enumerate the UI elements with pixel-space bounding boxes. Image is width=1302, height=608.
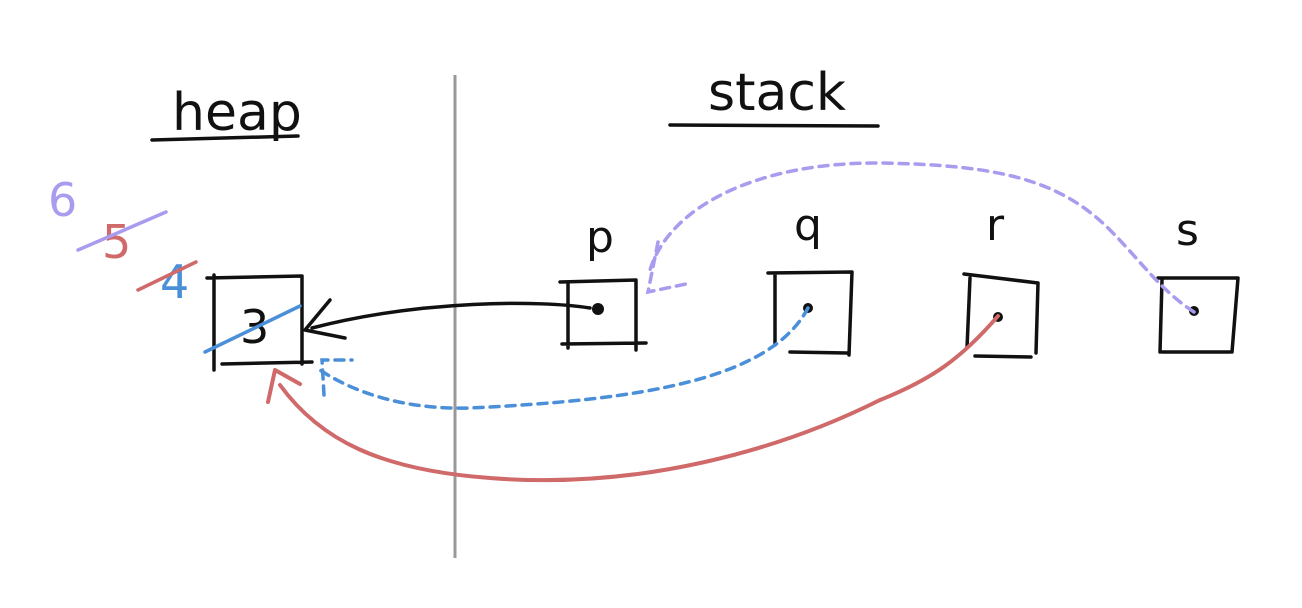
var-box-p xyxy=(558,278,648,352)
stack-title: stack xyxy=(708,63,846,123)
heap-history-5: 5 xyxy=(102,215,131,269)
heap-title: heap xyxy=(172,83,302,143)
var-box-s xyxy=(1156,276,1240,354)
var-label-r: r xyxy=(986,200,1005,251)
heap-history-4: 4 xyxy=(160,255,189,309)
var-label-p: p xyxy=(586,212,614,263)
stack-var-p: p xyxy=(558,212,648,352)
stack-var-s: s xyxy=(1156,205,1240,354)
pointer-arrow-p xyxy=(303,298,592,340)
stack-header: stack xyxy=(668,63,880,128)
var-box-r xyxy=(962,272,1040,359)
heap-history-6: 6 xyxy=(48,173,77,227)
pointer-arrow-s xyxy=(645,161,1196,314)
var-box-q xyxy=(766,270,854,357)
heap-header: heap xyxy=(150,83,302,143)
var-pointer-dot-p xyxy=(592,303,604,315)
heap-object: 3 4 5 6 xyxy=(48,173,314,372)
var-label-s: s xyxy=(1176,205,1199,256)
var-label-q: q xyxy=(794,200,822,251)
heap-box xyxy=(205,273,314,372)
heap-title-underline xyxy=(150,134,300,142)
stack-var-r: r xyxy=(962,200,1040,359)
heap-history-4-strike xyxy=(136,260,198,292)
heap-value-strike xyxy=(203,304,302,354)
stack-title-underline xyxy=(668,123,880,128)
pointer-arrow-q xyxy=(318,306,810,410)
stack-var-q: q xyxy=(766,200,854,357)
heap-history-5-strike xyxy=(76,210,168,252)
pointer-arrow-r xyxy=(266,314,1000,483)
